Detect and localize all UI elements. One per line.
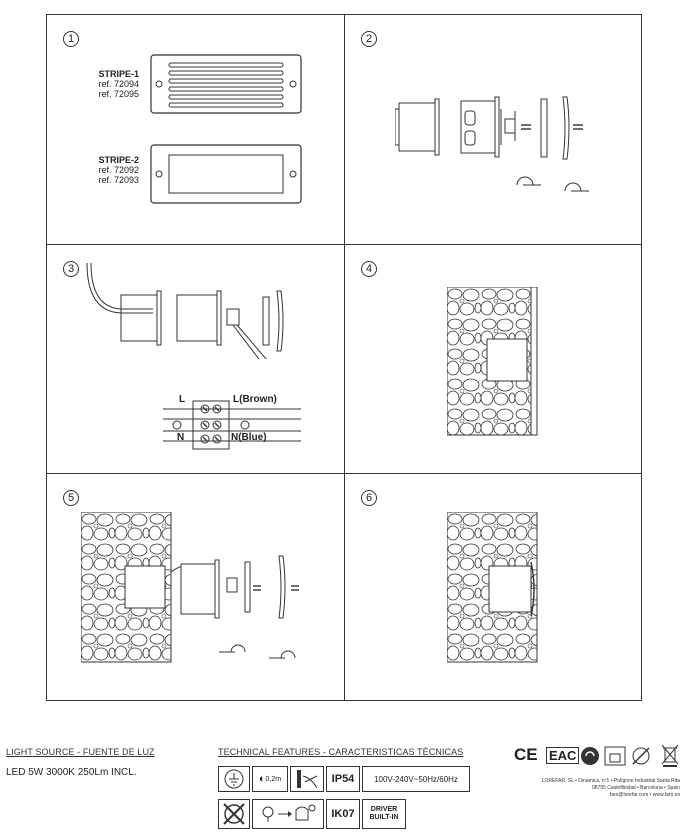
wire-l-label: L (179, 394, 186, 405)
light-source-caption: LIGHT SOURCE - FUENTE DE LUZ (6, 747, 155, 757)
stripe2-name: STRIPE-2 (98, 155, 139, 165)
stripe1-name: STRIPE-1 (98, 69, 139, 79)
surface-mount-icon (297, 770, 318, 789)
driver-line1: DRIVER (370, 806, 398, 813)
installation-drawing (81, 512, 299, 663)
driver-box: DRIVER BUILT-IN (362, 799, 406, 829)
no-dimmable-box (218, 799, 250, 829)
ik-rating-box: IK07 (326, 799, 360, 829)
step-5-panel: 5 (46, 473, 345, 701)
ce-mark: CE (514, 745, 538, 764)
replaceable-led-box (252, 799, 324, 829)
step-4-panel: 4 (344, 244, 642, 474)
stripe1-ref-b: ref. 72095 (98, 89, 139, 99)
distance-value: 0,2m (265, 775, 282, 783)
distance-box: ◐ 0,2m (252, 766, 288, 792)
stripe2-drawing (150, 144, 302, 204)
step-number: 6 (361, 490, 377, 506)
ip-rating-box: IP54 (326, 766, 360, 792)
step-3-panel: 3 (46, 244, 345, 474)
step-number: 2 (361, 31, 377, 47)
earth-symbol-box (218, 766, 250, 792)
exploded-view-drawing (395, 96, 589, 192)
stripe2-label: STRIPE-2 ref. 72092 ref. 72093 (87, 155, 139, 185)
wire-brown-label: L(Brown) (233, 394, 277, 405)
no-dimming-icon (223, 803, 245, 825)
stripe2-ref-b: ref. 72093 (98, 175, 139, 185)
earth-icon (224, 769, 244, 789)
no-halogen-icon (632, 747, 650, 765)
distance-icon: ◐ (258, 773, 266, 785)
recycle-icon (581, 747, 599, 765)
wall-recess-drawing (447, 287, 538, 436)
address-line3: faro@lorefar.com • www.faro.es (609, 792, 680, 798)
terminal-block-drawing (163, 400, 301, 450)
company-address: LOREFAR, SL • Dinámica, nº1 • Polígono I… (480, 778, 680, 799)
step-number: 5 (63, 490, 79, 506)
surface-mount-box (290, 766, 324, 792)
step-number: 4 (361, 261, 377, 277)
step-1-panel: 1 STRIPE-1 ref. 72094 ref. 72095 STRIPE-… (46, 14, 345, 245)
weee-bin-icon (661, 744, 679, 767)
step-number: 3 (63, 261, 79, 277)
installed-fixture-drawing (447, 512, 538, 663)
step-number: 1 (63, 31, 79, 47)
wiring-drawing (86, 262, 284, 359)
technical-caption: TECHNICAL FEATURES - CARACTERISTICAS TÉC… (218, 747, 464, 757)
stripe1-label: STRIPE-1 ref. 72094 ref. 72095 (87, 69, 139, 99)
step-6-panel: 6 (344, 473, 642, 701)
driver-line2: BUILT-IN (369, 814, 399, 821)
wire-n-label: N (177, 432, 185, 443)
packaging-icon (604, 746, 626, 766)
stripe2-ref-a: ref. 72092 (98, 165, 139, 175)
voltage-box: 100V-240V~50Hz/60Hz (362, 766, 470, 792)
address-line2: 08755 Castellbisbal • Barcelona • Spain (591, 785, 680, 791)
eac-mark: EAC (546, 747, 580, 764)
instruction-grid: 1 STRIPE-1 ref. 72094 ref. 72095 STRIPE-… (46, 14, 642, 701)
light-source-value: LED 5W 3000K 250Lm INCL. (6, 767, 137, 778)
wire-blue-label: N(Blue) (231, 432, 267, 443)
led-replace-icon (262, 804, 316, 822)
stripe1-drawing (150, 54, 302, 114)
step-2-panel: 2 (344, 14, 642, 245)
address-line1: LOREFAR, SL • Dinámica, nº1 • Polígono I… (541, 778, 680, 784)
stripe1-ref-a: ref. 72094 (98, 79, 139, 89)
